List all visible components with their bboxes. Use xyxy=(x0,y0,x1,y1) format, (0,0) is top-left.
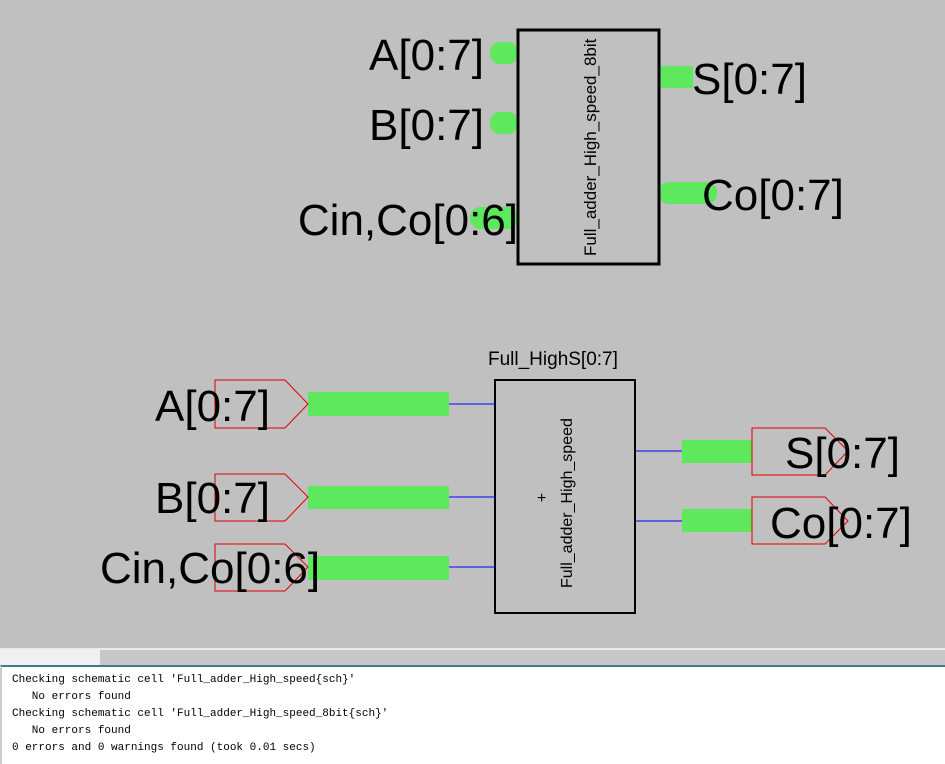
port-a[interactable] xyxy=(214,379,309,429)
console-line: 0 errors and 0 warnings found (took 0.01… xyxy=(12,742,316,754)
top-label-a: A[0:7] xyxy=(369,31,484,80)
bus-cin[interactable] xyxy=(308,556,449,580)
bus-s[interactable] xyxy=(682,440,752,463)
top-label-cin: Cin,Co[0:6] xyxy=(298,196,518,245)
console-line: No errors found xyxy=(12,725,131,737)
port-label-b: B[0:7] xyxy=(155,474,270,523)
top-icon-symbol[interactable]: Full_adder_High_speed_8bit A[0:7] B[0:7]… xyxy=(298,28,844,266)
top-icon-box xyxy=(516,28,661,266)
console-line: Checking schematic cell 'Full_adder_High… xyxy=(12,708,389,720)
port-label-cin: Cin,Co[0:6] xyxy=(100,544,320,593)
bus-pin-a xyxy=(490,42,518,64)
tab-strip xyxy=(0,648,945,666)
bus-pin-co xyxy=(659,182,717,204)
bus-a[interactable] xyxy=(308,392,449,416)
top-icon-cell-name: Full_adder_High_speed_8bit xyxy=(581,38,600,256)
port-cin[interactable] xyxy=(214,543,309,592)
port-b[interactable] xyxy=(214,473,309,522)
center-marker: + xyxy=(537,490,546,507)
bus-pin-cin xyxy=(470,207,518,229)
bottom-schematic[interactable]: Full_HighS[0:7] Full_adder_High_speed + … xyxy=(100,349,912,614)
console-line: Checking schematic cell 'Full_adder_High… xyxy=(12,674,356,686)
port-label-s: S[0:7] xyxy=(785,429,900,478)
instance-cell-name: Full_adder_High_speed xyxy=(559,418,576,588)
top-label-b: B[0:7] xyxy=(369,101,484,150)
port-label-co: Co[0:7] xyxy=(770,499,912,548)
top-label-s: S[0:7] xyxy=(692,55,807,104)
console-line: No errors found xyxy=(12,691,131,703)
port-co[interactable] xyxy=(751,496,849,545)
schematic-canvas[interactable]: Full_adder_High_speed_8bit A[0:7] B[0:7]… xyxy=(0,0,945,648)
bus-co[interactable] xyxy=(682,509,752,532)
port-s[interactable] xyxy=(751,427,849,476)
messages-console[interactable]: Checking schematic cell 'Full_adder_High… xyxy=(0,665,945,764)
instance-name: Full_HighS[0:7] xyxy=(488,349,618,370)
bus-pin-b xyxy=(490,112,518,134)
bus-b[interactable] xyxy=(308,486,449,509)
bus-pin-s xyxy=(659,66,693,88)
top-label-co: Co[0:7] xyxy=(702,171,844,220)
port-label-a: A[0:7] xyxy=(155,382,270,431)
horizontal-scrollbar[interactable] xyxy=(100,650,945,665)
